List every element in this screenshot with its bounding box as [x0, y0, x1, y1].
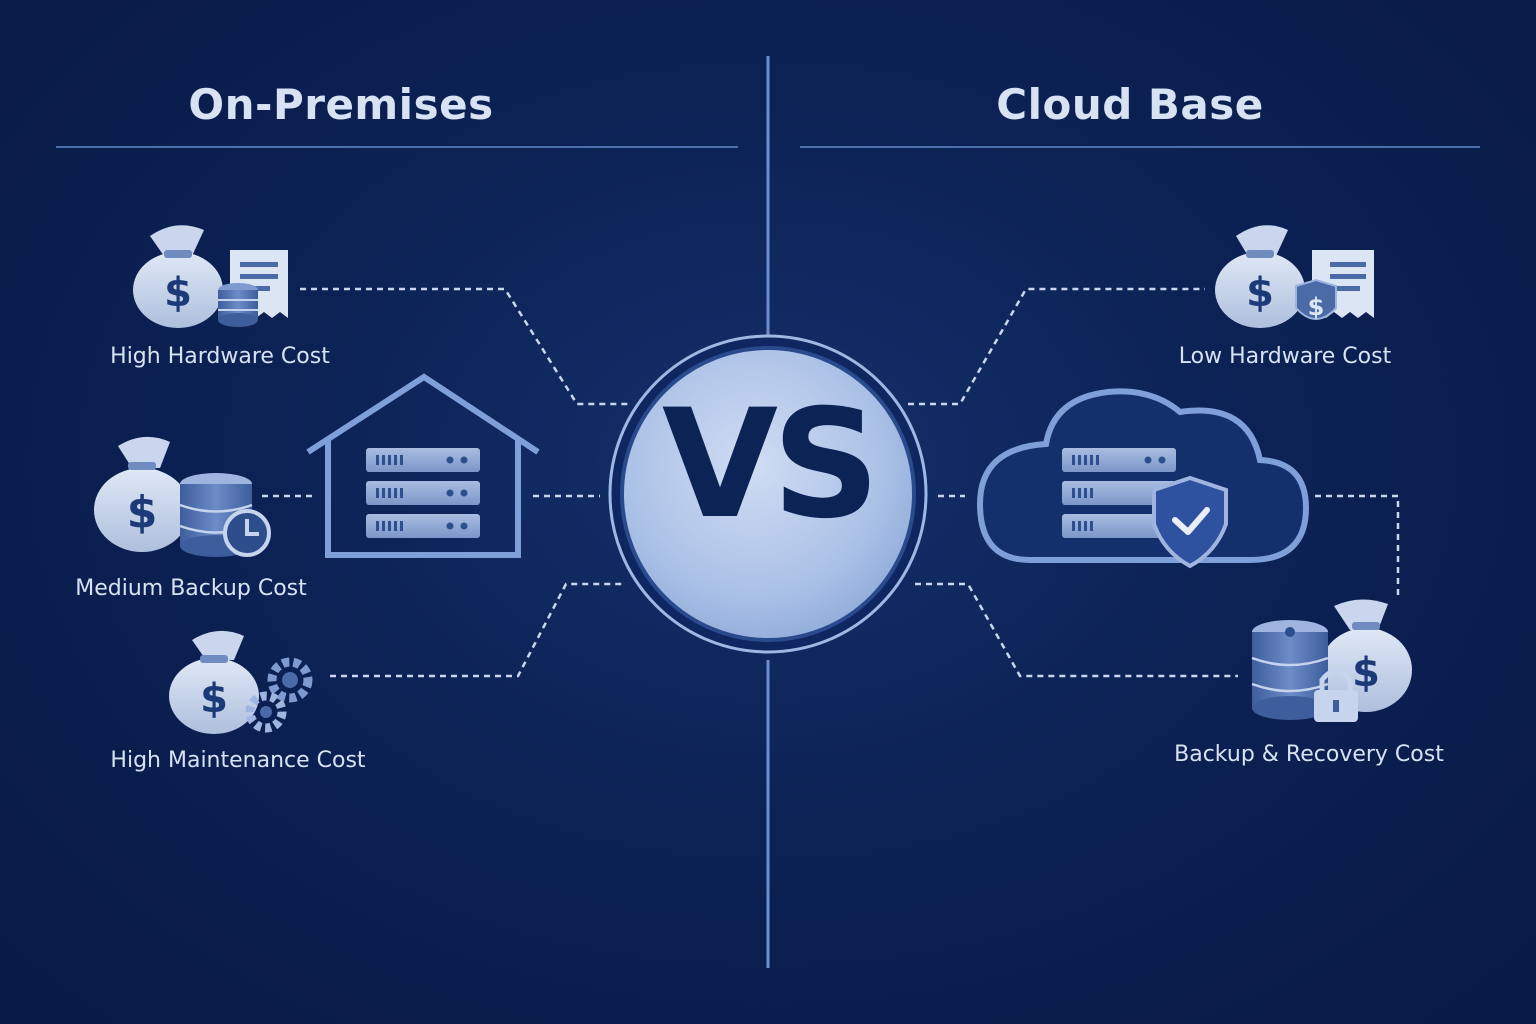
- cloud-server-shield-icon: [976, 388, 1310, 569]
- svg-text:$: $: [164, 270, 192, 316]
- right-connectors: [908, 287, 1400, 678]
- backup-recovery-cost-label: Backup & Recovery Cost: [1174, 742, 1444, 767]
- svg-text:$: $: [200, 676, 228, 722]
- money-bag-receipt-database-icon: $: [133, 225, 288, 328]
- vs-label: VS: [661, 378, 880, 552]
- money-bag-gears-icon: $: [169, 630, 313, 734]
- low-hardware-cost-label: Low Hardware Cost: [1178, 344, 1392, 369]
- high-maintenance-cost-label: High Maintenance Cost: [110, 748, 366, 773]
- medium-backup-cost-label: Medium Backup Cost: [75, 576, 307, 601]
- database-lock-money-bag-icon: $: [1251, 599, 1412, 722]
- vs-badge: [608, 334, 928, 654]
- server-house-icon: [306, 373, 540, 558]
- svg-text:$: $: [127, 487, 158, 538]
- high-hardware-cost-label: High Hardware Cost: [110, 344, 330, 369]
- svg-text:$: $: [1246, 270, 1274, 316]
- svg-text:$: $: [1352, 650, 1380, 696]
- on-premises-title: On-Premises: [188, 80, 494, 129]
- money-bag-database-clock-icon: $: [94, 436, 271, 557]
- svg-text:$: $: [1308, 293, 1325, 321]
- money-bag-receipt-shield-icon: $ $: [1215, 225, 1374, 328]
- left-connectors: [262, 287, 628, 678]
- cloud-base-title: Cloud Base: [996, 80, 1264, 129]
